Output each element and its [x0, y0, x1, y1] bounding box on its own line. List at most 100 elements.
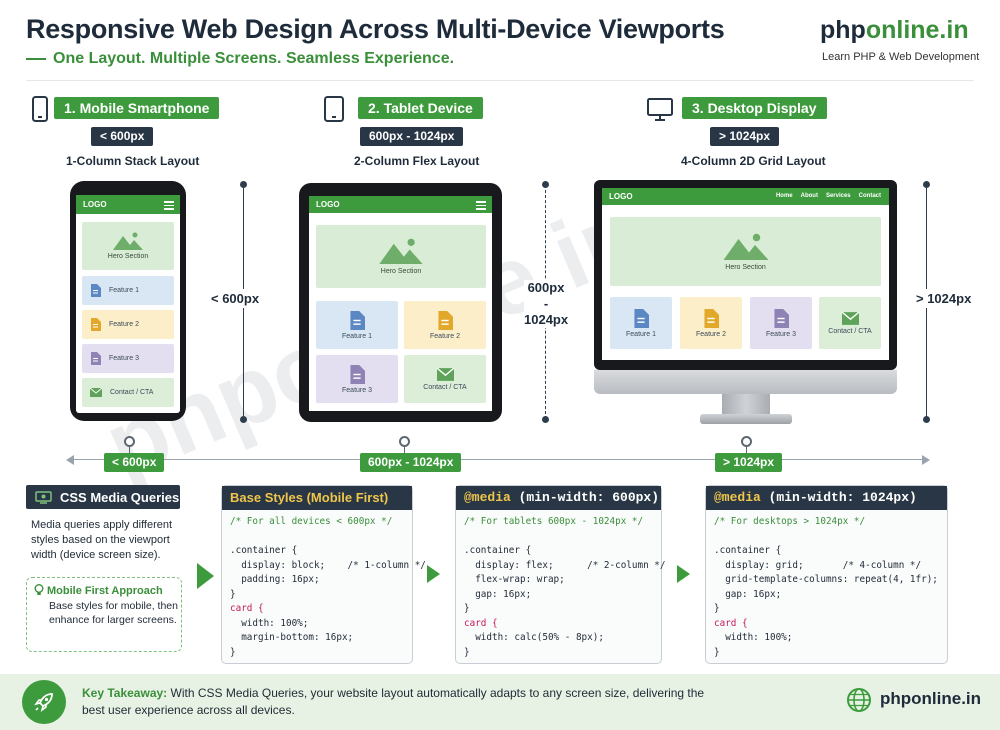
phone-card-contact: Contact / CTA	[82, 378, 174, 407]
breakpoint-stem	[746, 447, 747, 455]
desktop-navbar: LOGO Home About Services Contact	[602, 188, 889, 205]
envelope-icon	[841, 311, 859, 325]
code-panel-tablet: @media (min-width: 600px) /* For tablets…	[455, 485, 666, 664]
phone-card-feature-1: Feature 1	[82, 276, 174, 305]
breakpoint-marker	[124, 436, 135, 447]
code-panel-desktop: @media (min-width: 1024px) /* For deskto…	[705, 485, 948, 664]
device-label-tablet: 2. Tablet Device	[358, 97, 483, 119]
phone-card-feature-2: Feature 2	[82, 310, 174, 339]
desktop-card-contact: Contact / CTA	[819, 297, 881, 349]
rocket-icon	[34, 693, 53, 712]
nav-link-about[interactable]: About	[800, 193, 818, 199]
document-icon	[774, 308, 789, 328]
phone-screen: LOGO Hero Section Feature 1 Feature 2 Fe…	[76, 195, 180, 413]
monitor-stand-neck	[722, 394, 770, 414]
footer-brand[interactable]: phponline.in	[880, 689, 982, 708]
timeline-arrow-left	[66, 455, 74, 465]
breakpoint-marker	[741, 436, 752, 447]
brand-tagline: Learn PHP & Web Development	[822, 51, 980, 63]
envelope-icon	[89, 387, 103, 397]
device-label-mobile: 1. Mobile Smartphone	[54, 97, 220, 119]
dimension-dot	[923, 181, 930, 188]
desktop-card-feature-2: Feature 2	[680, 297, 742, 349]
timeline-pill-tablet: 600px - 1024px	[360, 453, 462, 472]
lightbulb-icon	[34, 584, 44, 595]
dimension-dot	[542, 181, 549, 188]
document-icon	[91, 318, 101, 331]
envelope-icon	[436, 367, 454, 381]
tablet-card-contact: Contact / CTA	[404, 355, 486, 403]
tablet-screen: LOGO Hero Section Feature 1 Feature 2 Fe…	[309, 196, 492, 411]
code-panel-base-title: Base Styles (Mobile First)	[222, 486, 412, 510]
brand-logo[interactable]: phponline.in	[820, 16, 969, 44]
desktop-logo: LOGO	[609, 192, 633, 201]
timeline-pill-desktop: > 1024px	[715, 453, 783, 472]
image-placeholder-icon	[723, 233, 768, 260]
desktop-card-feature-1: Feature 1	[610, 297, 672, 349]
document-icon	[91, 284, 101, 297]
document-icon	[704, 308, 719, 328]
nav-link-services[interactable]: Services	[825, 193, 851, 199]
breakpoint-stem	[129, 447, 130, 455]
tablet-icon	[324, 96, 344, 122]
desktop-card-feature-3: Feature 3	[750, 297, 812, 349]
dimension-dot	[542, 416, 549, 423]
image-placeholder-icon	[113, 232, 143, 250]
range-pill-mobile: < 600px	[91, 127, 154, 146]
monitor-eye-icon	[35, 490, 52, 504]
phone-logo: LOGO	[83, 200, 107, 209]
flow-arrow-icon	[427, 565, 440, 583]
document-icon	[438, 310, 453, 330]
monitor-chin	[594, 370, 897, 394]
header-divider	[26, 80, 974, 81]
nav-link-home[interactable]: Home	[775, 193, 793, 199]
globe-icon	[847, 688, 871, 712]
code-panel-base: Base Styles (Mobile First) /* For all de…	[221, 485, 426, 664]
breakpoint-marker	[399, 436, 410, 447]
page-title: Responsive Web Design Across Multi-Devic…	[26, 14, 725, 44]
flow-arrow-icon	[677, 565, 690, 583]
desktop-nav-links: Home About Services Contact	[776, 188, 881, 205]
mobile-first-title: Mobile First Approach	[34, 584, 163, 597]
breakpoint-timeline	[68, 459, 924, 460]
dimension-dot	[240, 181, 247, 188]
smartphone-icon	[32, 96, 48, 122]
timeline-arrow-right	[922, 455, 930, 465]
document-icon	[91, 352, 101, 365]
image-placeholder-icon	[379, 238, 423, 264]
code-block-desktop: /* For desktops > 1024px */ .container {…	[714, 516, 938, 658]
dimension-dot	[923, 416, 930, 423]
tablet-logo: LOGO	[316, 200, 340, 209]
code-panel-tablet-title: @media (min-width: 600px)	[456, 486, 661, 510]
range-pill-desktop: > 1024px	[710, 127, 780, 146]
range-pill-tablet: 600px - 1024px	[360, 127, 464, 146]
phone-notch	[102, 183, 154, 191]
hamburger-menu-icon[interactable]	[164, 201, 174, 212]
tablet-hero: Hero Section	[316, 225, 486, 288]
rocket-badge	[22, 680, 66, 724]
layout-label-desktop: 4-Column 2D Grid Layout	[681, 154, 826, 168]
tablet-card-feature-2: Feature 2	[404, 301, 486, 349]
media-queries-heading: CSS Media Queries	[26, 485, 180, 509]
timeline-pill-mobile: < 600px	[104, 453, 165, 472]
layout-label-tablet: 2-Column Flex Layout	[354, 154, 480, 168]
code-block-tablet: /* For tablets 600px - 1024px */ .contai…	[464, 516, 666, 658]
footer-banner	[0, 674, 1000, 730]
layout-label-mobile: 1-Column Stack Layout	[66, 154, 200, 168]
breakpoint-stem	[404, 447, 405, 455]
dimension-dot	[240, 416, 247, 423]
phone-hero: Hero Section	[82, 222, 174, 270]
tablet-navbar: LOGO	[309, 196, 492, 213]
phone-navbar: LOGO	[76, 195, 180, 214]
monitor-screen: LOGO Home About Services Contact Hero Se…	[602, 188, 889, 360]
hamburger-menu-icon[interactable]	[476, 201, 486, 212]
tablet-card-feature-1: Feature 1	[316, 301, 398, 349]
code-block-base: /* For all devices < 600px */ .container…	[230, 516, 426, 658]
nav-link-contact[interactable]: Contact	[858, 193, 881, 199]
monitor-stand-base	[700, 414, 792, 424]
tablet-card-feature-3: Feature 3	[316, 355, 398, 403]
key-takeaway: Key Takeaway: With CSS Media Queries, yo…	[82, 686, 705, 717]
page-subtitle: One Layout. Multiple Screens. Seamless E…	[26, 50, 454, 68]
media-queries-description: Media queries apply different styles bas…	[31, 519, 173, 561]
document-icon	[350, 364, 365, 384]
